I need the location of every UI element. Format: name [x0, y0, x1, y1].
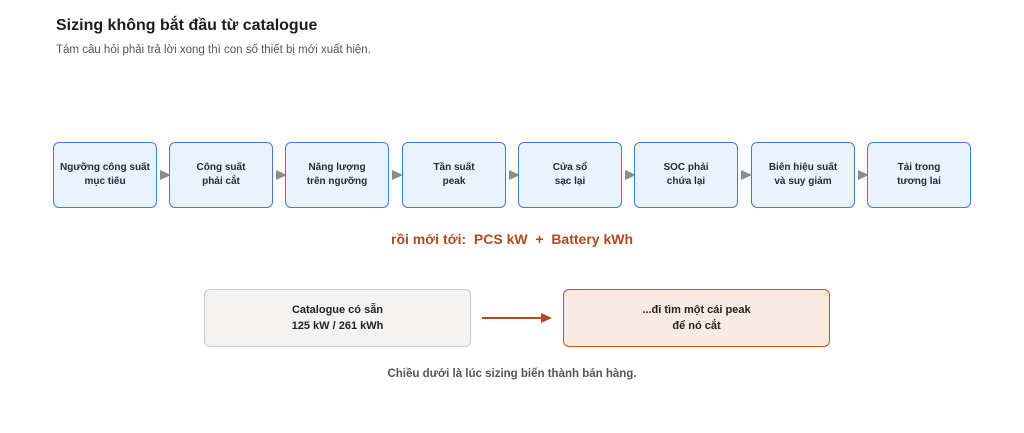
catalogue-box: Catalogue có sẵn 125 kW / 261 kWh — [204, 289, 471, 347]
flow-arrow-1 — [160, 170, 171, 180]
page-subtitle: Tám câu hỏi phải trả lời xong thì con số… — [56, 44, 371, 56]
flow-arrow-7 — [858, 170, 869, 180]
page-title: Sizing không bắt đầu từ catalogue — [56, 17, 318, 34]
step-box-1: Ngưỡng công suất mục tiêu — [53, 142, 157, 208]
step-box-4: Tần suất peak — [402, 142, 506, 208]
step-box-8: Tải trong tương lai — [867, 142, 971, 208]
step-box-7: Biên hiệu suất và suy giảm — [751, 142, 855, 208]
process-flow: Ngưỡng công suất mục tiêu Công suất phải… — [53, 142, 971, 208]
step-box-3: Năng lượng trên ngưỡng — [285, 142, 389, 208]
flow-arrow-3 — [392, 170, 403, 180]
step-box-2: Công suất phải cắt — [169, 142, 273, 208]
peak-box: ...đi tìm một cái peak để nó cắt — [563, 289, 830, 347]
result-line: rồi mới tới: PCS kW + Battery kWh — [391, 231, 633, 247]
footer-note: Chiều dưới là lúc sizing biến thành bán … — [387, 368, 637, 380]
step-box-6: SOC phải chứa lại — [634, 142, 738, 208]
compare-arrow-icon — [482, 313, 552, 323]
flow-arrow-5 — [625, 170, 636, 180]
flow-arrow-2 — [276, 170, 287, 180]
flow-arrow-4 — [509, 170, 520, 180]
step-box-5: Cửa sổ sạc lại — [518, 142, 622, 208]
flow-arrow-6 — [741, 170, 752, 180]
